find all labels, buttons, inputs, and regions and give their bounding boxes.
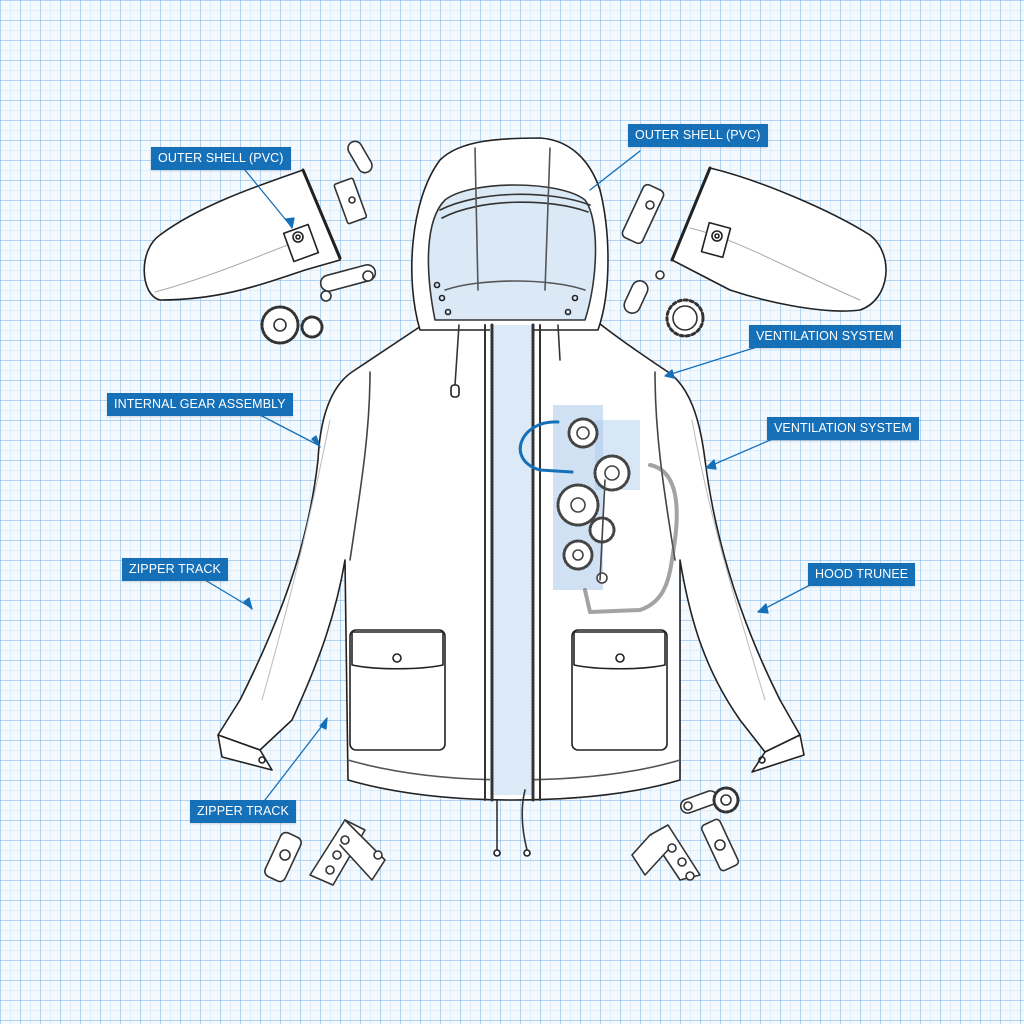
label-internal-gear-assembly: INTERNAL GEAR ASSEMBLY [107, 393, 293, 416]
label-ventilation-system-2: VENTILATION SYSTEM [767, 417, 919, 440]
hood [411, 137, 609, 398]
main-zipper [484, 323, 541, 857]
label-hood-trunee: HOOD TRUNEE [808, 563, 916, 586]
left-sleeve [143, 168, 342, 301]
label-zipper-track-2: ZIPPER TRACK [190, 800, 296, 823]
label-outer-shell-left: OUTER SHELL (PVC) [151, 147, 291, 170]
right-pocket [571, 629, 668, 751]
right-sleeve [670, 166, 887, 312]
leader-lines [204, 150, 811, 801]
hardware-parts [260, 140, 740, 886]
label-ventilation-system-1: VENTILATION SYSTEM [749, 325, 901, 348]
gear-mechanism [518, 405, 679, 614]
label-zipper-track-1: ZIPPER TRACK [122, 558, 228, 581]
label-outer-shell-right: OUTER SHELL (PVC) [628, 124, 768, 147]
left-pocket [349, 629, 446, 751]
